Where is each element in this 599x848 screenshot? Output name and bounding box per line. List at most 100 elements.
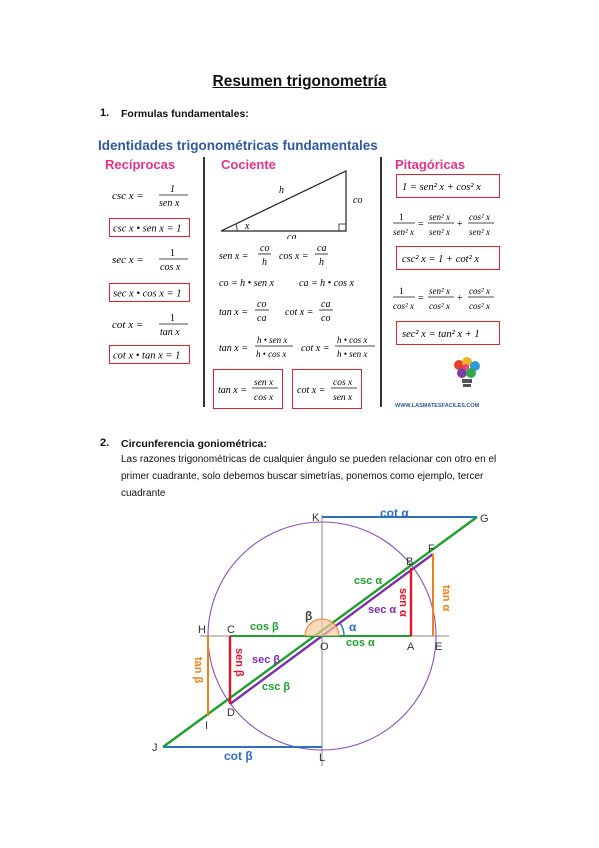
formula-csc-sen: csc x • sen x = 1 <box>113 224 182 235</box>
point-f: F <box>428 543 435 555</box>
formula-csc-graphic: csc x = 1 sen x <box>112 184 188 209</box>
svg-text:sec² x = tan² x + 1: sec² x = tan² x + 1 <box>402 329 480 340</box>
svg-text:sen² x: sen² x <box>429 212 450 222</box>
svg-text:h: h <box>319 257 324 268</box>
svg-text:h • cos x: h • cos x <box>337 335 367 345</box>
column-pitagoricas: Pitagóricas <box>395 157 466 172</box>
svg-text:1 = sen² x + cos² x: 1 = sen² x + cos² x <box>402 182 481 193</box>
logo-url: WWW.LASMATESFACILES.COM <box>395 403 480 409</box>
svg-text:cos x: cos x <box>333 378 353 388</box>
point-c: C <box>227 624 235 636</box>
paragraph-line: primer cuadrante, solo debemos buscar si… <box>121 471 484 482</box>
formula-box: sec² x = tan² x + 1 <box>396 321 500 345</box>
formula-tan-sen-cos: tan x = sen x cos x <box>218 378 278 403</box>
label-beta: β <box>305 609 312 623</box>
svg-text:h • sen x: h • sen x <box>257 335 287 345</box>
label-csc-alpha: csc α <box>354 575 382 587</box>
label-cos-alpha: cos α <box>346 637 375 649</box>
point-l: L <box>319 752 325 764</box>
svg-text:ca: ca <box>321 299 330 310</box>
point-i: I <box>205 720 208 732</box>
section-1-number: 1. <box>100 107 110 119</box>
point-o: O <box>320 641 329 653</box>
svg-text:h: h <box>262 257 267 268</box>
formula-box: cot x • tan x = 1 <box>109 345 190 364</box>
svg-text:cot x =: cot x = <box>285 307 313 318</box>
svg-text:sen² x: sen² x <box>469 227 490 237</box>
svg-text:cos² x: cos² x <box>469 212 490 222</box>
svg-text:sen² x: sen² x <box>429 227 450 237</box>
formula-tan-cot-h: tan x = h • sen x h • cos x cot x = h • … <box>219 335 375 359</box>
svg-text:1: 1 <box>170 248 175 259</box>
beta-angle-arc <box>304 618 340 637</box>
svg-text:csc x =: csc x = <box>112 190 144 202</box>
svg-text:cos x: cos x <box>160 262 181 273</box>
formula-csc: csc x = 1 sen x <box>112 181 202 212</box>
formula-box: csc² x = 1 + cot² x <box>396 246 500 270</box>
svg-text:tan x =: tan x = <box>219 307 248 318</box>
svg-text:cos² x: cos² x <box>429 301 450 311</box>
formula-sec-cos: sec x • cos x = 1 <box>113 289 182 300</box>
svg-text:sec x • cos x = 1: sec x • cos x = 1 <box>113 289 182 300</box>
point-a: A <box>407 641 415 653</box>
label-csc-beta: csc β <box>262 681 290 693</box>
page-title: Resumen trigonometría <box>212 73 387 90</box>
section-2-paragraph: Las razones trigonométricas de cualquier… <box>121 451 501 502</box>
svg-text:ca: ca <box>257 313 266 324</box>
label-cos-beta: cos β <box>250 621 279 633</box>
svg-text:csc x • sen x = 1: csc x • sen x = 1 <box>113 224 182 235</box>
point-k: K <box>312 512 320 524</box>
label-sen-beta: sen β <box>233 648 245 677</box>
svg-text:h • sen x: h • sen x <box>337 349 367 359</box>
formula-tan-cot-ratio: tan x = co ca cot x = ca co <box>219 299 333 324</box>
svg-text:co: co <box>260 243 269 254</box>
svg-text:sen² x: sen² x <box>393 227 414 237</box>
formula-box: tan x = sen x cos x <box>213 369 283 409</box>
formula-cot-tan: cot x • tan x = 1 <box>113 351 180 362</box>
svg-text:sec x =: sec x = <box>112 254 144 266</box>
label-tan-alpha: tan α <box>440 585 452 612</box>
svg-text:=: = <box>418 293 424 304</box>
formula-box: cot x = cos x sen x <box>292 369 362 409</box>
svg-text:1: 1 <box>170 313 175 324</box>
formula-pythagoras-2: csc² x = 1 + cot² x <box>402 254 479 265</box>
formula-box: csc x • sen x = 1 <box>109 218 190 237</box>
svg-text:ca: ca <box>317 243 326 254</box>
point-j: J <box>152 742 158 754</box>
column-reciprocas: Recíprocas <box>105 157 176 172</box>
figure-title: Identidades trigonométricas fundamentale… <box>98 138 378 153</box>
column-cociente: Cociente <box>221 157 276 172</box>
label-alpha: α <box>349 620 357 634</box>
svg-text:co: co <box>257 299 266 310</box>
formula-pythagoras-1: 1 = sen² x + cos² x <box>402 182 481 193</box>
label-sec-beta: sec β <box>252 654 280 666</box>
svg-text:h • cos x: h • cos x <box>256 349 286 359</box>
svg-text:cos² x: cos² x <box>469 301 490 311</box>
formula-sec-graphic: sec x = 1 cos x <box>112 248 188 273</box>
svg-text:sen² x: sen² x <box>429 286 450 296</box>
column-divider <box>380 157 382 407</box>
svg-text:cos x: cos x <box>254 393 274 403</box>
section-2-heading: Circunferencia goniométrica: <box>121 438 267 450</box>
section-2-number: 2. <box>100 437 110 449</box>
formula-sen-cos-ratio: sen x = co h cos x = ca h <box>219 243 328 268</box>
svg-text:cot x =: cot x = <box>297 385 325 396</box>
point-h: H <box>198 624 206 636</box>
point-d: D <box>227 707 235 719</box>
identities-figure: Identidades trigonométricas fundamentale… <box>95 133 515 418</box>
lightbulb-logo-icon <box>454 357 480 387</box>
point-e: E <box>435 641 442 653</box>
svg-text:sen x: sen x <box>159 198 180 209</box>
formula-box: sec x • cos x = 1 <box>109 283 190 302</box>
formula-cot-cos-sen: cot x = cos x sen x <box>297 378 357 403</box>
formula-cot: cot x = 1 tan x <box>112 310 202 343</box>
formula-pythagoras-sec-derivation: 1 cos² x = sen² x cos² x + cos² x cos² x <box>393 286 494 311</box>
column-divider <box>203 157 205 407</box>
triangle-ca-label: ca <box>287 232 296 239</box>
svg-text:1: 1 <box>399 287 404 297</box>
svg-text:=: = <box>418 219 424 230</box>
point-b: B <box>406 556 413 568</box>
svg-text:cot x =: cot x = <box>301 343 329 354</box>
svg-text:co: co <box>321 313 330 324</box>
alpha-angle-arc <box>339 622 345 637</box>
